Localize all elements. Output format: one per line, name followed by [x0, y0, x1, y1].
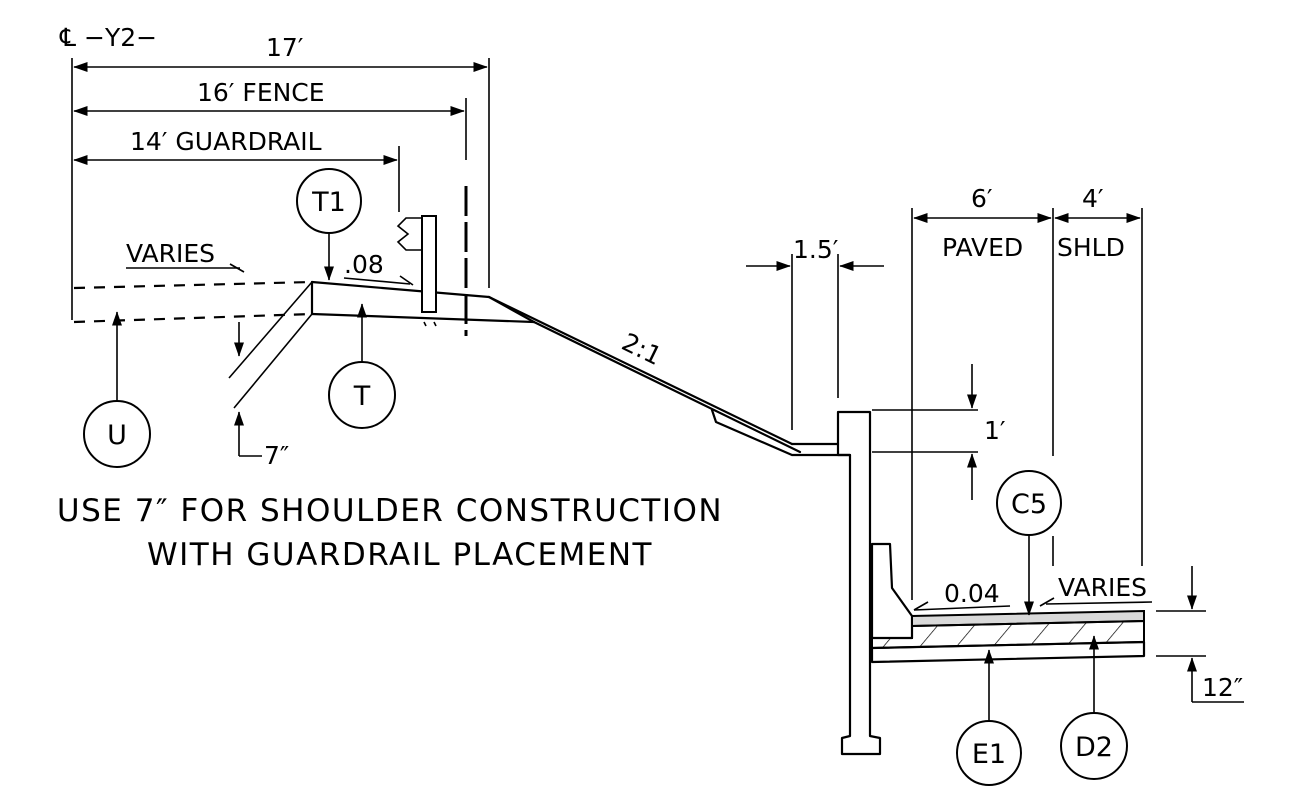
thickness-band-upper — [228, 281, 313, 379]
dimension-4ft-label: 4′ — [1082, 184, 1104, 213]
dimension-15ft-label: 1.5′ — [793, 235, 839, 264]
thickness-band-lower — [233, 313, 313, 409]
slope-2to1-line — [532, 320, 802, 454]
slope-004-underline — [913, 605, 1011, 611]
centerline-label: ℄ −Y2− — [59, 23, 157, 52]
slope-08-tick — [399, 275, 414, 286]
dimension-6ft-label: 6′ — [971, 184, 993, 213]
guardrail-post-embed-right — [433, 321, 437, 327]
guardrail-post — [421, 215, 437, 313]
varies-right-label: VARIES — [1058, 573, 1147, 602]
slope-08-label: .08 — [344, 250, 384, 279]
shoulder-top-line — [310, 280, 491, 299]
varies-right-underline — [1045, 601, 1153, 605]
shoulder-note-line1: USE 7″ FOR SHOULDER CONSTRUCTION — [57, 493, 723, 529]
dimension-14ft-label: 14′ GUARDRAIL — [130, 127, 322, 156]
slope-004-tick — [913, 601, 929, 611]
existing-ground-bottom-dashed — [73, 312, 313, 324]
guardrail-w-beam — [396, 217, 422, 251]
varies-right-tick — [1039, 597, 1055, 607]
dimension-7in-label: 7″ — [264, 441, 289, 470]
shoulder-bottom-line — [310, 312, 536, 324]
slope-2to1-top — [487, 295, 794, 446]
dimension-12in-label: 12″ — [1202, 673, 1243, 702]
shoulder-note-line2: WITH GUARDRAIL PLACEMENT — [147, 537, 653, 573]
callout-t-label: T — [353, 381, 371, 412]
shld-label: SHLD — [1057, 233, 1125, 262]
callout-t1-label: T1 — [311, 187, 346, 218]
slope-2to1-label: 2:1 — [617, 327, 666, 371]
subgrade-layer — [870, 640, 1146, 664]
slope-08-underline — [343, 277, 411, 285]
concrete-barrier — [870, 542, 914, 640]
dimension-16ft-label: 16′ FENCE — [197, 78, 325, 107]
paved-label: PAVED — [942, 233, 1023, 262]
guardrail-post-embed-left — [423, 321, 427, 327]
callout-c5-label: C5 — [1011, 489, 1047, 520]
dimension-17ft-label: 17′ — [266, 33, 304, 62]
ditch-lining — [710, 408, 852, 457]
varies-left-label: VARIES — [126, 239, 215, 268]
callout-e1-label: E1 — [972, 739, 1006, 770]
slope-004-label: 0.04 — [944, 579, 1000, 608]
retaining-wall — [836, 410, 882, 756]
callout-u-label: U — [107, 420, 127, 451]
existing-ground-top-dashed — [73, 280, 313, 290]
dimension-1ft-label: 1′ — [984, 416, 1006, 445]
callout-d2-label: D2 — [1075, 732, 1113, 763]
varies-left-slope-tick — [229, 263, 245, 273]
